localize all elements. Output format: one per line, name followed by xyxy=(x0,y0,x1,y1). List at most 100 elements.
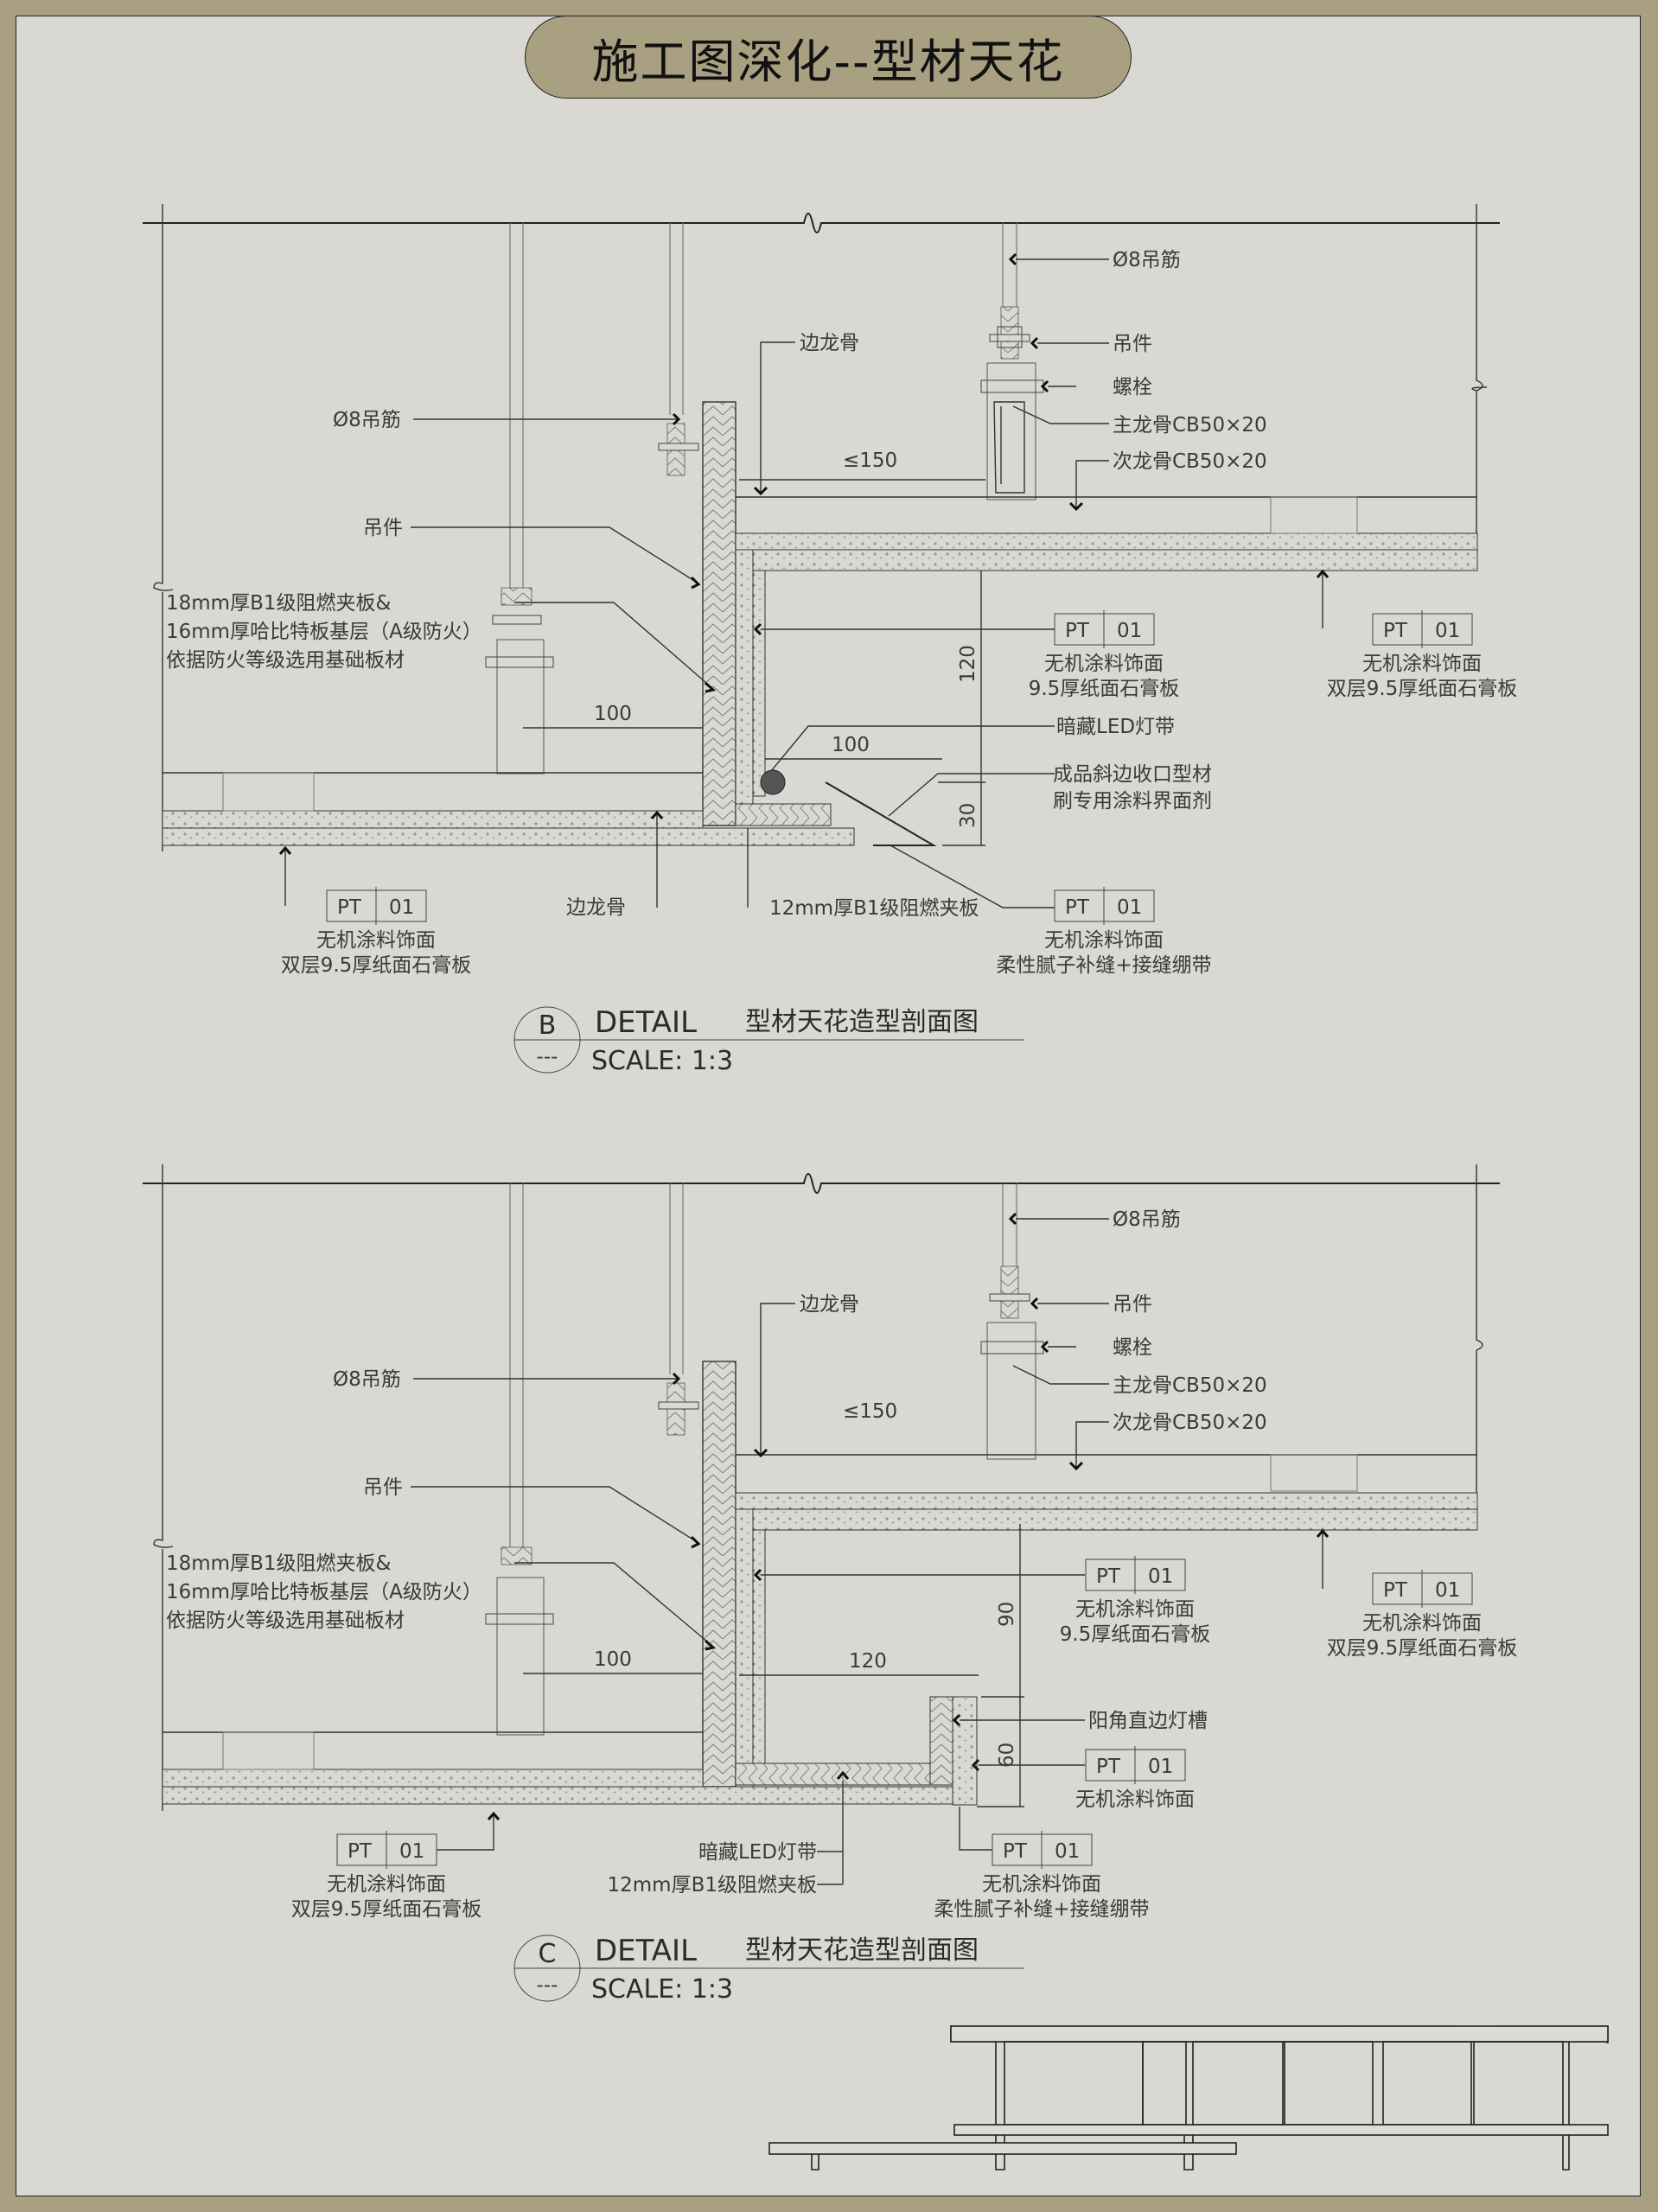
tag-number: 01 xyxy=(1117,620,1142,642)
dim-120: 120 xyxy=(957,645,979,683)
detail-sub: --- xyxy=(537,1974,558,1997)
detail-c-tag: PT 01 无机涂料饰面 双层9.5厚纸面石膏板 xyxy=(291,1831,482,1921)
tag-finish: 无机涂料饰面 xyxy=(1075,1598,1195,1621)
label-hanger-right: 吊件 xyxy=(1113,333,1152,355)
dim-60: 60 xyxy=(996,1743,1018,1768)
detail-b-annotations: Ø8吊筋 吊件 螺栓 主龙骨CB50×20 次龙骨CB50×20 边龙骨 Ø8吊… xyxy=(166,249,1267,920)
tag-code: PT xyxy=(1065,896,1090,919)
tag-finish: 无机涂料饰面 xyxy=(316,929,436,952)
tag-material: 双层9.5厚纸面石膏板 xyxy=(1327,678,1518,700)
detail-c-title: C --- DETAIL 型材天花造型剖面图 SCALE: 1:3 xyxy=(513,1934,1024,2005)
label-rod-right: Ø8吊筋 xyxy=(1113,249,1181,271)
label-board-2: 16mm厚哈比特板基层（A级防火） xyxy=(166,621,482,643)
label-edge-keel-bottom: 边龙骨 xyxy=(566,896,626,919)
dim-max-spacing: ≤150 xyxy=(843,1400,897,1423)
building-elevation-outline xyxy=(768,2025,1609,2171)
tag-finish: 无机涂料饰面 xyxy=(1075,1788,1195,1811)
tag-number: 01 xyxy=(1148,1565,1173,1588)
tag-finish: 无机涂料饰面 xyxy=(327,1873,446,1896)
label-ply12: 12mm厚B1级阻燃夹板 xyxy=(769,897,979,920)
detail-name: 型材天花造型剖面图 xyxy=(745,1935,979,1966)
tag-number: 01 xyxy=(1117,896,1142,919)
label-led: 暗藏LED灯带 xyxy=(698,1841,817,1864)
label-board-1: 18mm厚B1级阻燃夹板& xyxy=(166,1552,391,1575)
detail-label: DETAIL xyxy=(595,1005,697,1040)
dim-100: 100 xyxy=(594,703,632,725)
detail-sub: --- xyxy=(537,1046,558,1068)
detail-c-drawing xyxy=(143,1164,1500,1885)
dim-max-spacing: ≤150 xyxy=(843,449,897,472)
tag-number: 01 xyxy=(389,896,414,919)
label-edge-keel-top: 边龙骨 xyxy=(800,1293,859,1316)
rod xyxy=(669,223,684,415)
detail-id: C xyxy=(539,1939,557,1969)
tag-material: 双层9.5厚纸面石膏板 xyxy=(291,1898,482,1921)
plywood-vertical xyxy=(702,401,737,826)
tag-number: 01 xyxy=(1435,620,1460,642)
dim-line xyxy=(938,571,985,846)
lower-gypsum-1 xyxy=(162,810,704,829)
label-light-slot: 阳角直边灯槽 xyxy=(1088,1710,1208,1732)
left-wall-line xyxy=(153,204,174,851)
label-board-3: 依据防火等级选用基础板材 xyxy=(166,649,405,672)
detail-b-tag: PT 01 无机涂料饰面 双层9.5厚纸面石膏板 xyxy=(1327,610,1518,700)
label-profile-2: 刷专用涂料界面剂 xyxy=(1053,790,1212,813)
label-main-keel: 主龙骨CB50×20 xyxy=(1113,1374,1267,1397)
tag-finish: 无机涂料饰面 xyxy=(1362,1612,1482,1635)
tag-code: PT xyxy=(1003,1840,1028,1863)
tag-number: 01 xyxy=(1055,1840,1080,1863)
tag-finish: 无机涂料饰面 xyxy=(982,1873,1101,1896)
dim-90: 90 xyxy=(996,1602,1018,1627)
rod xyxy=(509,223,524,605)
label-sub-keel: 次龙骨CB50×20 xyxy=(1113,450,1267,473)
slab-line xyxy=(143,213,1500,233)
tag-code: PT xyxy=(1383,1579,1408,1602)
label-bolt: 螺栓 xyxy=(1113,1336,1152,1359)
label-board-3: 依据防火等级选用基础板材 xyxy=(166,1610,405,1632)
lower-gypsum-2 xyxy=(162,827,855,846)
tag-number: 01 xyxy=(1435,1579,1460,1602)
label-profile-1: 成品斜边收口型材 xyxy=(1053,763,1212,786)
label-hanger-right: 吊件 xyxy=(1113,1293,1152,1316)
detail-c-tag: PT 01 无机涂料饰面 双层9.5厚纸面石膏板 xyxy=(1327,1570,1517,1660)
label-main-keel: 主龙骨CB50×20 xyxy=(1113,414,1267,437)
tag-number: 01 xyxy=(399,1840,424,1863)
dim-100: 100 xyxy=(594,1648,632,1671)
tag-code: PT xyxy=(348,1840,373,1863)
detail-b-tag: PT 01 无机涂料饰面 柔性腻子补缝+接缝绷带 xyxy=(996,887,1212,977)
tag-finish: 无机涂料饰面 xyxy=(1362,653,1482,675)
label-sub-keel: 次龙骨CB50×20 xyxy=(1113,1412,1267,1434)
tag-finish: 无机涂料饰面 xyxy=(1044,653,1164,675)
page-title: 施工图深化--型材天花 xyxy=(591,34,1065,89)
label-hanger-left: 吊件 xyxy=(363,1476,403,1499)
label-hanger-left: 吊件 xyxy=(363,517,403,539)
detail-c-tag: PT 01 无机涂料饰面 柔性腻子补缝+接缝绷带 xyxy=(934,1831,1150,1921)
label-board-2: 16mm厚哈比特板基层（A级防火） xyxy=(166,1581,482,1603)
tag-code: PT xyxy=(1096,1565,1121,1588)
label-rod-left: Ø8吊筋 xyxy=(333,1368,401,1391)
label-rod-right: Ø8吊筋 xyxy=(1113,1208,1181,1231)
label-board-1: 18mm厚B1级阻燃夹板& xyxy=(166,592,391,615)
upper-gypsum-2 xyxy=(752,549,1478,571)
detail-b-drawing xyxy=(143,204,1500,908)
detail-label: DETAIL xyxy=(595,1934,697,1968)
upper-gypsum-1 xyxy=(735,532,1478,551)
tag-material: 柔性腻子补缝+接缝绷带 xyxy=(996,954,1211,977)
dim-100: 100 xyxy=(832,734,870,756)
dim-30: 30 xyxy=(957,803,979,828)
drawing-sheet xyxy=(16,16,1641,2196)
label-ply12: 12mm厚B1级阻燃夹板 xyxy=(608,1874,818,1896)
detail-c-tag: PT 01 无机涂料饰面 9.5厚纸面石膏板 xyxy=(1060,1556,1211,1646)
tag-material: 双层9.5厚纸面石膏板 xyxy=(281,954,472,977)
dim-120: 120 xyxy=(849,1650,887,1673)
tag-code: PT xyxy=(1065,620,1090,642)
tag-material: 9.5厚纸面石膏板 xyxy=(1060,1623,1211,1646)
right-wall-line xyxy=(1471,204,1488,571)
tag-number: 01 xyxy=(1148,1756,1173,1778)
detail-b-tag: PT 01 无机涂料饰面 双层9.5厚纸面石膏板 xyxy=(281,887,472,977)
label-bolt: 螺栓 xyxy=(1113,376,1152,398)
label-edge-keel-top: 边龙骨 xyxy=(800,332,859,354)
detail-scale: SCALE: 1:3 xyxy=(591,1046,733,1076)
detail-c-tag: PT 01 无机涂料饰面 xyxy=(1075,1746,1195,1811)
